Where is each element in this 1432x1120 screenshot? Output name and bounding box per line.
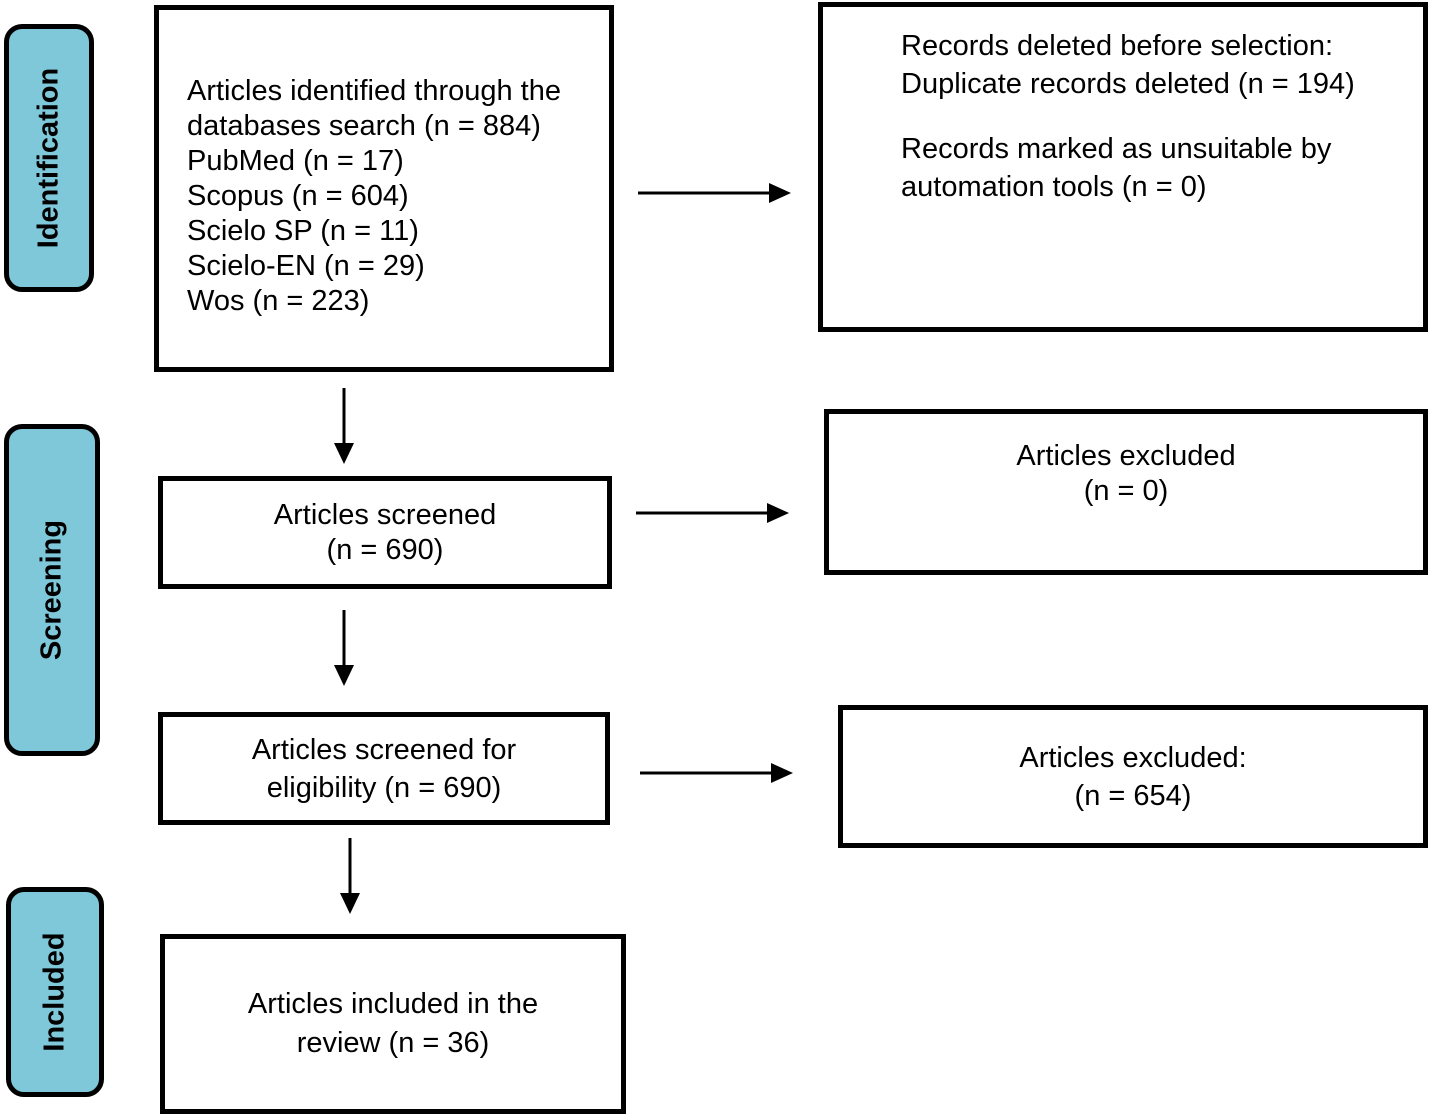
- included-line: Articles included in the: [247, 988, 539, 1020]
- eligibility-line: Articles screened for: [251, 733, 517, 766]
- removed-line: Records deleted before selection:: [901, 30, 1334, 62]
- arrow-screened-to-eligibility: [334, 610, 354, 686]
- identified-line: PubMed (n = 17): [187, 145, 404, 177]
- records-removed-box: Records deleted before selection: Duplic…: [818, 2, 1428, 332]
- excluded-screening-line: Articles excluded: [1016, 440, 1236, 472]
- arrow-screened-to-excluded: [636, 503, 789, 523]
- arrow-identified-to-screened: [334, 388, 354, 464]
- identified-line: databases search (n = 884): [187, 110, 541, 142]
- identified-records-box: Articles identified through the database…: [154, 5, 614, 372]
- arrow-eligibility-to-excluded: [640, 763, 793, 783]
- identified-line: Scopus (n = 604): [187, 180, 409, 212]
- articles-included-box: Articles included in the review (n = 36): [160, 934, 626, 1114]
- stage-tab-included: Included: [6, 887, 104, 1097]
- articles-screened-box: Articles screened (n = 690): [158, 476, 612, 589]
- articles-excluded-eligibility-box: Articles excluded: (n = 654): [838, 705, 1428, 848]
- arrow-identified-to-removed: [638, 183, 791, 203]
- eligibility-line: eligibility (n = 690): [266, 771, 502, 804]
- stage-tab-identification: Identification: [4, 24, 94, 292]
- screened-line: Articles screened: [273, 498, 497, 531]
- identified-line: Scielo SP (n = 11): [187, 215, 419, 247]
- identified-line: Articles identified through the: [187, 75, 561, 107]
- removed-line: automation tools (n = 0): [901, 171, 1207, 203]
- arrow-eligibility-to-included: [340, 838, 360, 914]
- identified-line: Scielo-EN (n = 29): [187, 250, 425, 282]
- removed-line: Duplicate records deleted (n = 194): [901, 68, 1355, 100]
- identified-line: Wos (n = 223): [187, 285, 370, 317]
- excluded-screening-line: (n = 0): [1083, 475, 1169, 507]
- screened-line: (n = 690): [326, 533, 444, 566]
- eligibility-box: Articles screened for eligibility (n = 6…: [158, 712, 610, 825]
- excluded-eligibility-line: (n = 654): [1074, 779, 1192, 812]
- excluded-eligibility-line: Articles excluded:: [1019, 741, 1247, 774]
- articles-excluded-screening-box: Articles excluded (n = 0): [824, 409, 1428, 575]
- stage-tab-screening: Screening: [4, 424, 100, 756]
- removed-line: Records marked as unsuitable by: [901, 133, 1332, 165]
- included-line: review (n = 36): [296, 1027, 490, 1059]
